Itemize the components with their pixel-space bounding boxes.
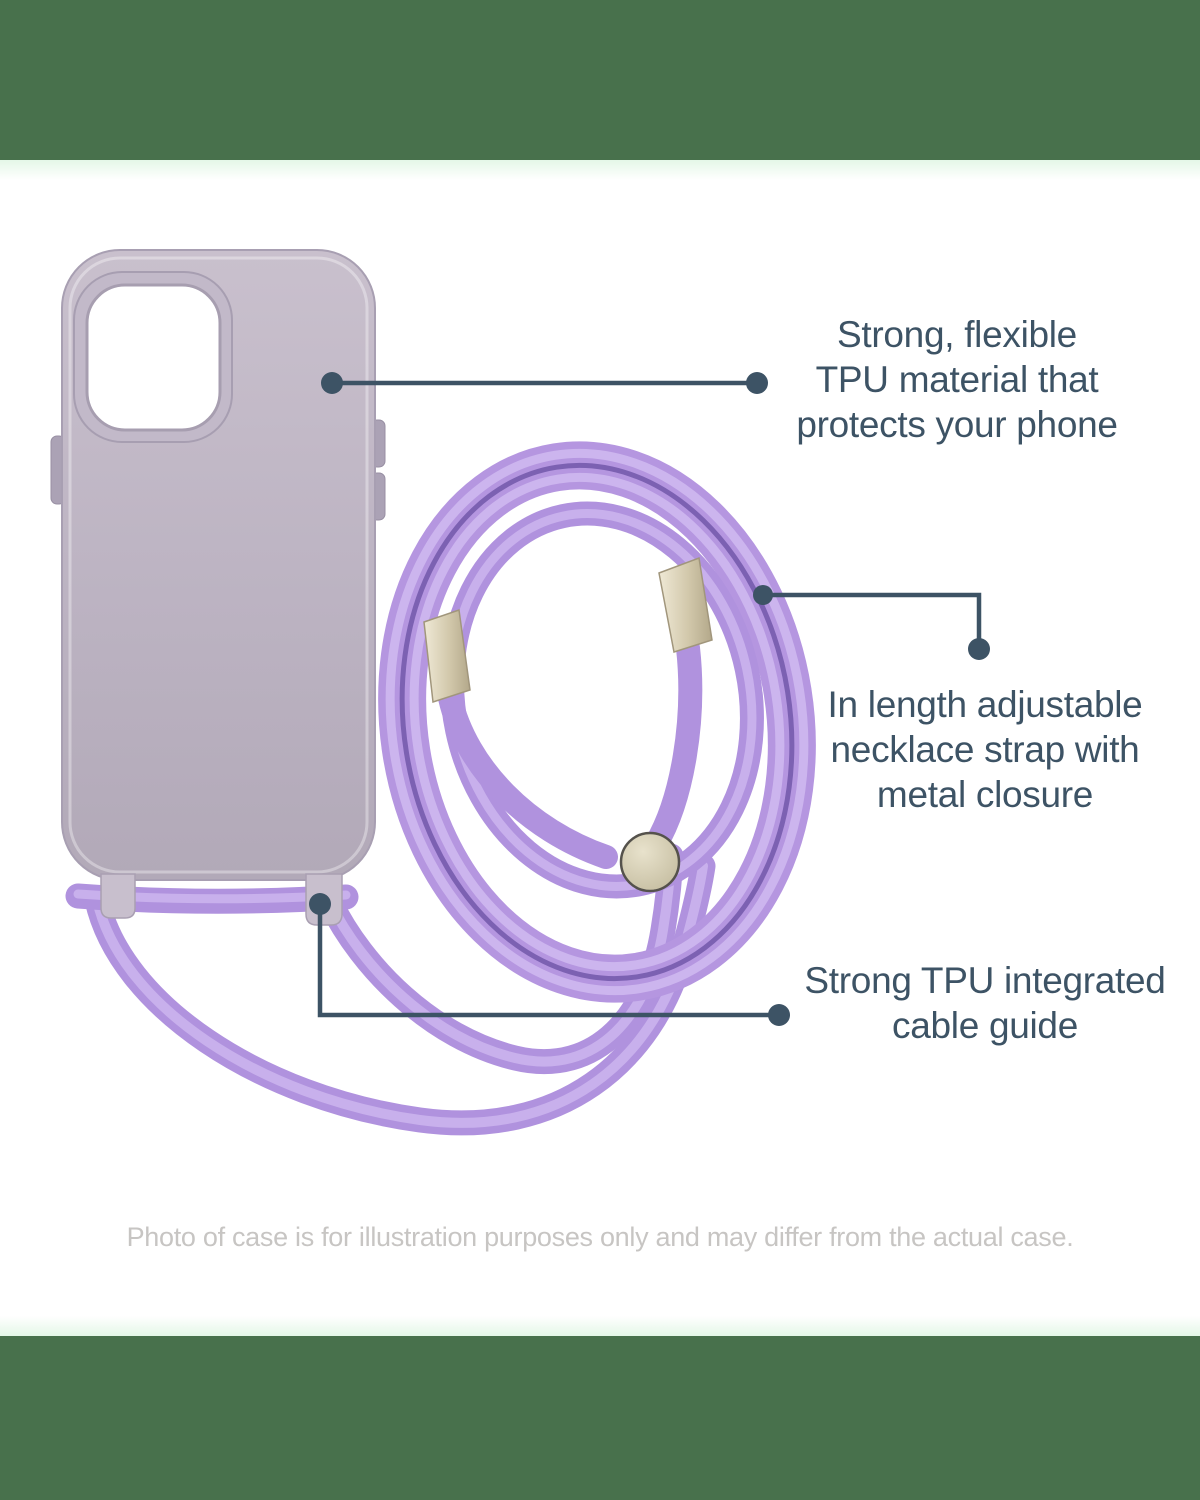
callouts [309, 372, 990, 1026]
callout-cable-guide [309, 893, 790, 1026]
bottom-banner-fade [0, 1316, 1200, 1336]
callout-dot [768, 1004, 790, 1026]
phone-case [50, 249, 386, 881]
callout-dot [309, 893, 331, 915]
annotation-line: necklace strap with [830, 729, 1140, 770]
annotation-line: protects your phone [796, 404, 1118, 445]
annotation-line: metal closure [876, 774, 1094, 815]
metal-tip-left [423, 608, 471, 703]
annotation-necklace-strap: In length adjustable necklace strap with… [770, 682, 1200, 817]
cable-guide-tab-left [100, 873, 136, 919]
annotation-line: In length adjustable [827, 684, 1143, 725]
callout-dot [968, 638, 990, 660]
strap-tip-cord-left [438, 686, 618, 869]
callout-tpu-material [321, 372, 768, 394]
callout-dot [753, 585, 773, 605]
annotation-line: Strong TPU integrated [804, 960, 1166, 1001]
top-green-banner [0, 0, 1200, 160]
callout-necklace-strap [753, 585, 990, 660]
metal-tip-right [658, 556, 713, 653]
disclaimer-text: Photo of case is for illustration purpos… [126, 1222, 1074, 1252]
annotation-cable-guide: Strong TPU integrated cable guide [770, 958, 1200, 1048]
annotation-tpu-material: Strong, flexible TPU material that prote… [742, 312, 1172, 447]
annotation-line: cable guide [892, 1005, 1078, 1046]
bottom-green-banner [0, 1336, 1200, 1500]
top-banner-fade [0, 160, 1200, 180]
case-shell-highlight [68, 256, 369, 874]
strap-drape-right [317, 843, 684, 1075]
annotation-line: Strong, flexible [837, 314, 1077, 355]
metal-closure-bead [619, 831, 681, 893]
callout-dot [746, 372, 768, 394]
camera-cutout-window [85, 283, 222, 432]
strap-tip-cord-right [644, 636, 703, 856]
callout-dot [321, 372, 343, 394]
annotation-line: TPU material that [815, 359, 1099, 400]
strap-coil-outer-ring [378, 441, 816, 1003]
